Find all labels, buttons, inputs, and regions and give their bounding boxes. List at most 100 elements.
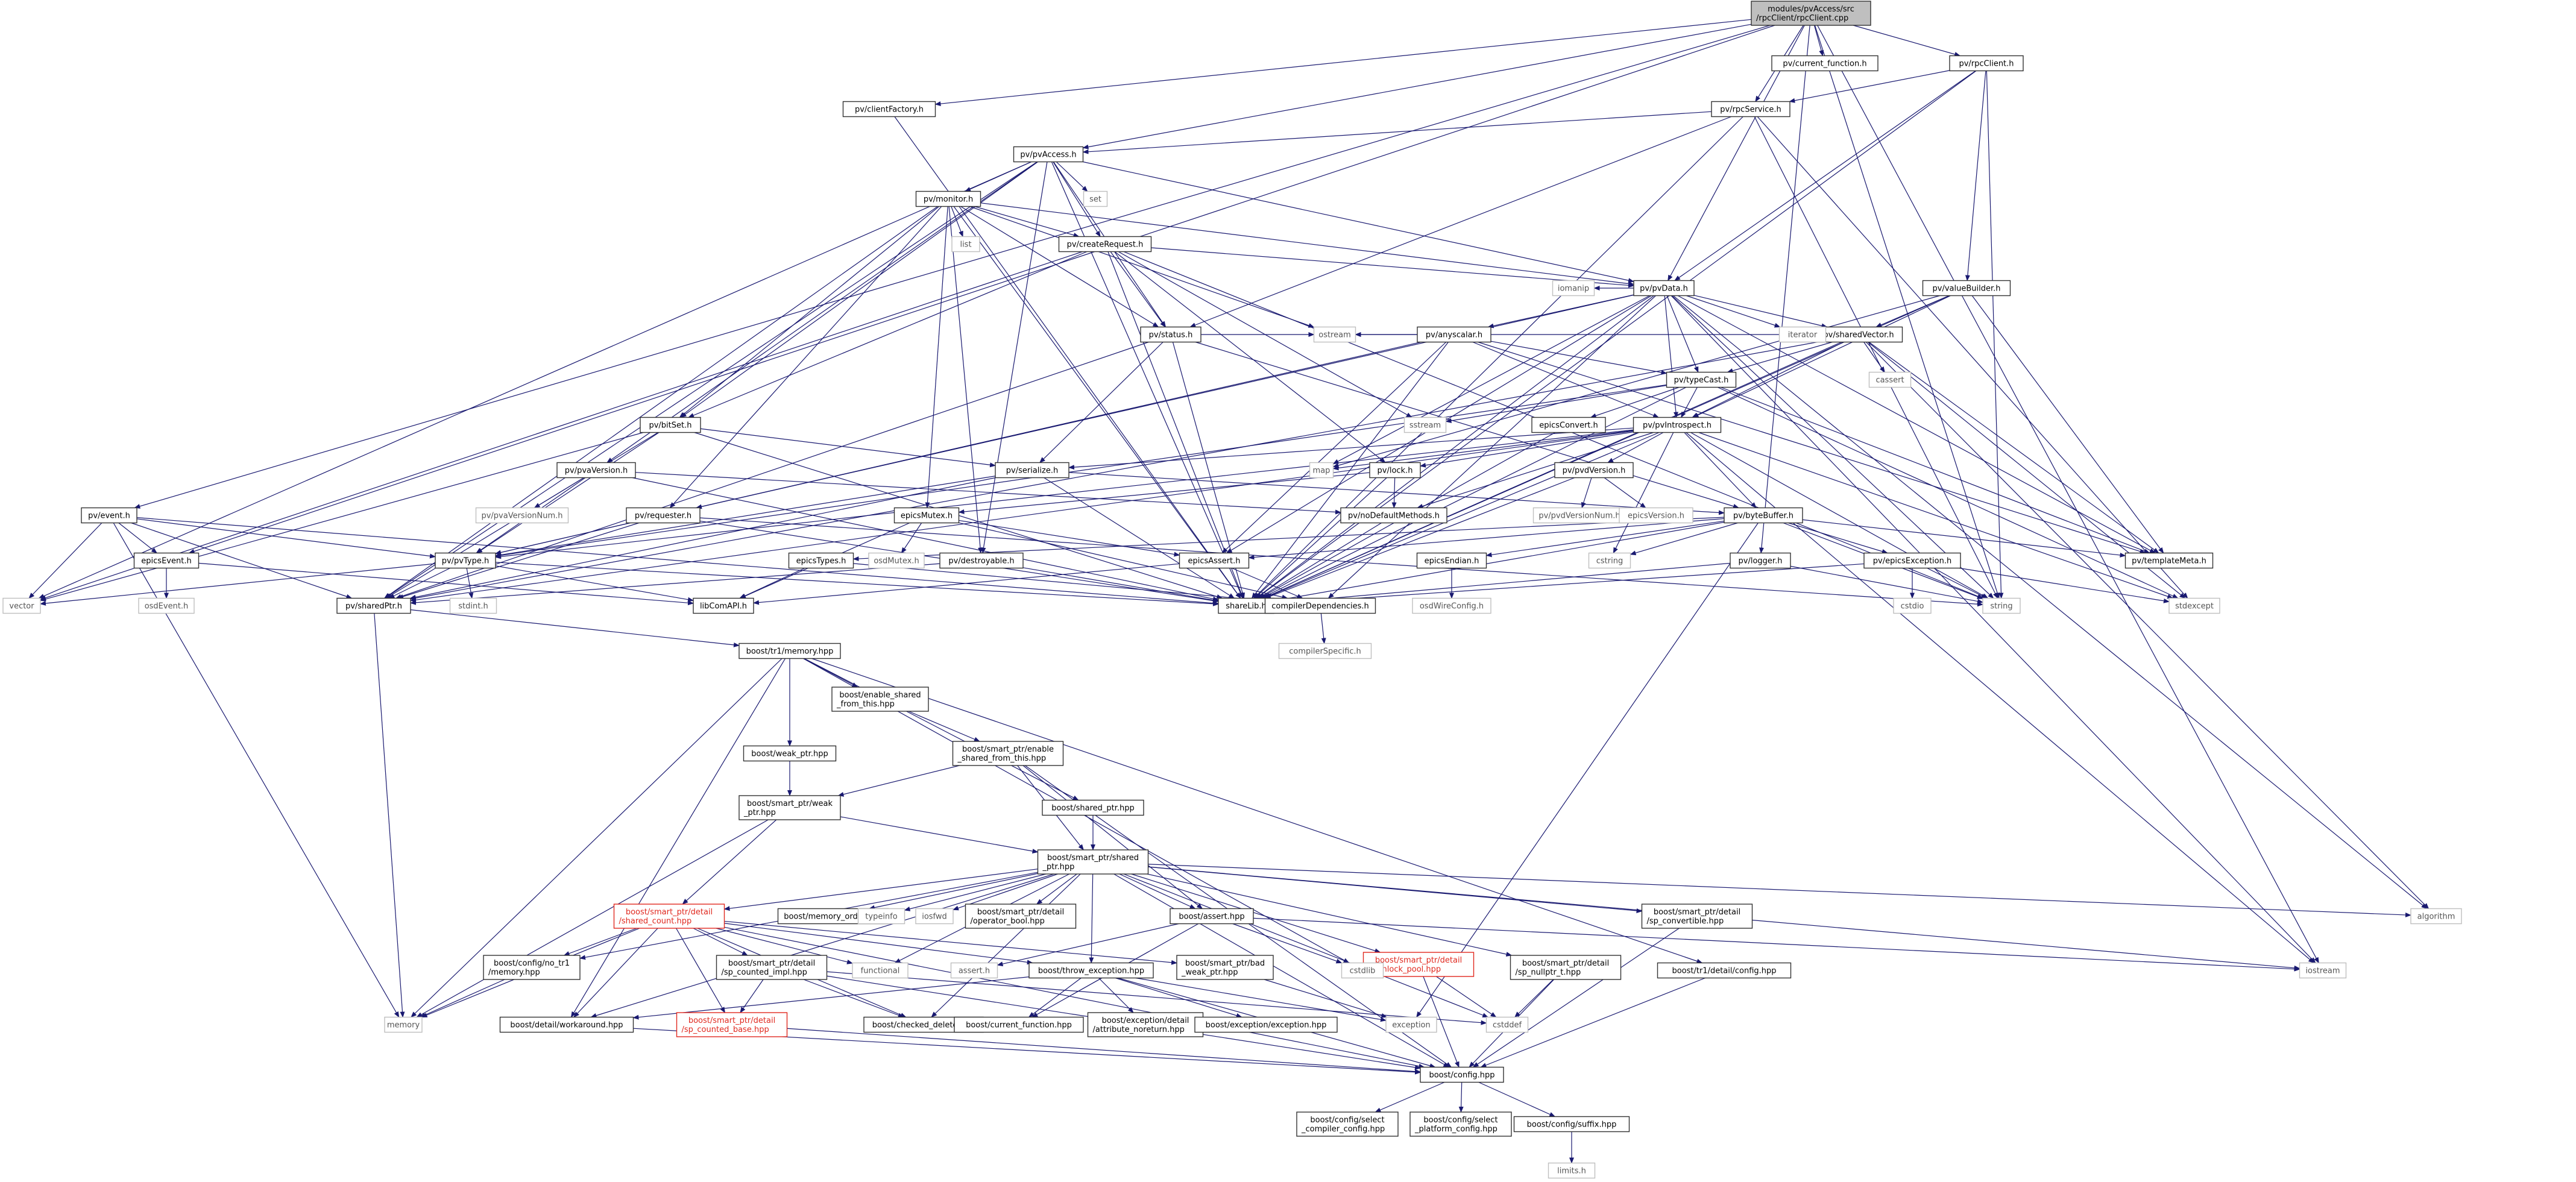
node-epicsAssert[interactable]: epicsAssert.h [1179,552,1250,569]
node-sharedPtr[interactable]: pv/sharedPtr.h [336,597,411,614]
edge-line [495,565,694,602]
node-pvType[interactable]: pv/pvType.h [435,552,496,569]
edge-line [679,206,940,418]
node-root[interactable]: modules/pvAccess/src/rpcClient/rpcClient… [1751,1,1871,26]
node-valueBuilder[interactable]: pv/valueBuilder.h [1922,280,2011,297]
node-anyscalar[interactable]: pv/anyscalar.h [1417,326,1491,343]
node-destroyable[interactable]: pv/destroyable.h [939,552,1024,569]
node-box [952,741,1064,766]
node-shared_ptr[interactable]: boost/shared_ptr.hpp [1042,799,1144,816]
edge-pvdVersion-to-epicsVersion [1604,477,1646,509]
node-sp_counted_base[interactable]: boost/smart_ptr/detail/sp_counted_base.h… [676,1012,788,1037]
node-sp_enable_shared[interactable]: boost/smart_ptr/enable_shared_from_this.… [952,741,1064,766]
node-noDefaultMethods[interactable]: pv/noDefaultMethods.h [1340,507,1447,524]
node-box [1028,962,1154,979]
edge-line [40,251,1083,600]
node-requester[interactable]: pv/requester.h [626,507,701,524]
edge-line [131,522,353,599]
node-attribute_noreturn[interactable]: boost/exception/detail/attribute_noretur… [1087,1012,1204,1037]
edge-root-to-epicsEvent [188,25,1775,554]
node-epicsEvent[interactable]: epicsEvent.h [133,552,200,569]
node-weak_ptr[interactable]: boost/weak_ptr.hpp [743,745,837,762]
node-rpcClient[interactable]: pv/rpcClient.h [1949,55,2024,72]
edge-sp_weak_ptr-to-sp_shared_ptr [840,816,1039,853]
node-shared_count[interactable]: boost/smart_ptr/detail/shared_count.hpp [613,904,725,929]
node-box [1218,597,1274,614]
node-sp_weak_ptr[interactable]: boost/smart_ptr/weak_ptr.hpp [738,795,841,820]
node-pvaVersion[interactable]: pv/pvaVersion.h [556,462,636,479]
node-exception_hpp[interactable]: boost/exception/exception.hpp [1194,1016,1338,1033]
node-epicsException[interactable]: pv/epicsException.h [1863,552,1961,569]
node-sharedVector[interactable]: pv/sharedVector.h [1814,326,1903,343]
node-box [1013,146,1084,163]
node-logger[interactable]: pv/logger.h [1730,552,1791,569]
node-epicsEndian[interactable]: epicsEndian.h [1416,552,1487,569]
node-epicsConvert[interactable]: epicsConvert.h [1531,417,1606,433]
node-typeCast[interactable]: pv/typeCast.h [1666,371,1737,388]
node-sp_counted_impl[interactable]: boost/smart_ptr/detail/sp_counted_impl.h… [716,955,828,980]
node-tr1memory[interactable]: boost/tr1/memory.hpp [738,643,841,659]
node-epicsTypes[interactable]: epicsTypes.h [788,552,854,569]
node-shareLib[interactable]: shareLib.h [1218,597,1274,614]
node-current_function[interactable]: pv/current_function.h [1771,55,1878,72]
node-workaround[interactable]: boost/detail/workaround.hpp [499,1016,634,1033]
edge-pvIntrospect-to-lock [1420,432,1634,468]
edge-line [1253,477,1387,599]
edge-sharedVector-to-typeCast [1727,341,1833,373]
node-operator_bool[interactable]: boost/smart_ptr/detail/operator_bool.hpp [965,904,1077,929]
edge-monitor-to-bitSet [679,206,940,418]
node-boost_current_function[interactable]: boost/current_function.hpp [954,1016,1084,1033]
edge-line [40,563,436,606]
node-pvAccess[interactable]: pv/pvAccess.h [1013,146,1084,163]
node-label: ostream [1318,331,1351,340]
node-label: compilerSpecific.h [1289,647,1361,656]
node-bad_weak_ptr[interactable]: boost/smart_ptr/bad_weak_ptr.hpp [1176,955,1274,980]
node-label: iomanip [1558,284,1589,294]
edge-tr1memory-to-memory [411,658,783,1018]
edge-sp_convertible-to-boost_config [1472,928,1680,1068]
edge-createRequest-to-vector [40,251,1083,600]
node-byteBuffer[interactable]: pv/byteBuffer.h [1724,507,1803,524]
node-select_platform[interactable]: boost/config/select_platform_config.hpp [1409,1111,1512,1137]
edge-line [495,562,1219,606]
node-bitSet[interactable]: pv/bitSet.h [640,417,701,433]
node-monitor[interactable]: pv/monitor.h [915,190,981,207]
edge-pvData-to-string [1671,295,1994,599]
node-config_no_tr1[interactable]: boost/config/no_tr1/memory.hpp [483,955,581,980]
node-lock[interactable]: pv/lock.h [1369,462,1421,479]
node-createRequest[interactable]: pv/createRequest.h [1058,236,1152,253]
edge-line [960,206,1159,328]
edge-line [409,477,996,600]
node-suffix[interactable]: boost/config/suffix.hpp [1513,1116,1630,1133]
node-boost_assert[interactable]: boost/assert.hpp [1170,908,1254,925]
node-sp_convertible[interactable]: boost/smart_ptr/detail/sp_convertible.hp… [1641,904,1753,929]
edge-line [1971,295,2164,554]
node-enable_shared[interactable]: boost/enable_shared_from_this.hpp [831,687,929,712]
node-pvdVersion[interactable]: pv/pvdVersion.h [1554,462,1634,479]
node-pvEvent[interactable]: pv/event.h [81,507,137,524]
node-libComAPI[interactable]: libComAPI.h [693,597,754,614]
node-box [1814,326,1903,343]
node-compilerDependencies[interactable]: compilerDependencies.h [1264,597,1376,614]
node-epicsMutex[interactable]: epicsMutex.h [893,507,960,524]
node-rpcService[interactable]: pv/rpcService.h [1711,101,1790,118]
node-clientFactory[interactable]: pv/clientFactory.h [842,101,936,118]
node-select_compiler[interactable]: boost/config/select_compiler_config.hpp [1296,1111,1399,1137]
edge-line [1253,116,1743,599]
node-label: /sp_counted_impl.hpp [722,968,807,977]
edge-line [980,203,1634,286]
node-templateMeta[interactable]: pv/templateMeta.h [2124,552,2214,569]
node-box [1140,326,1201,343]
edge-line [803,979,904,1018]
node-status[interactable]: pv/status.h [1140,326,1201,343]
node-box [1554,462,1634,479]
node-serialize[interactable]: pv/serialize.h [995,462,1069,479]
node-sp_shared_ptr[interactable]: boost/smart_ptr/shared_ptr.hpp [1037,849,1149,875]
node-pvIntrospect[interactable]: pv/pvIntrospect.h [1633,417,1722,433]
node-sp_nullptr_t[interactable]: boost/smart_ptr/detail/sp_nullptr_t.hpp [1510,955,1622,980]
node-throw_exception[interactable]: boost/throw_exception.hpp [1028,962,1154,979]
node-pvData[interactable]: pv/pvData.h [1633,280,1695,297]
node-label: pv/pvAccess.h [1020,151,1076,160]
node-tr1_detail_config[interactable]: boost/tr1/detail/config.hpp [1657,962,1792,979]
node-boost_config[interactable]: boost/config.hpp [1420,1066,1504,1083]
